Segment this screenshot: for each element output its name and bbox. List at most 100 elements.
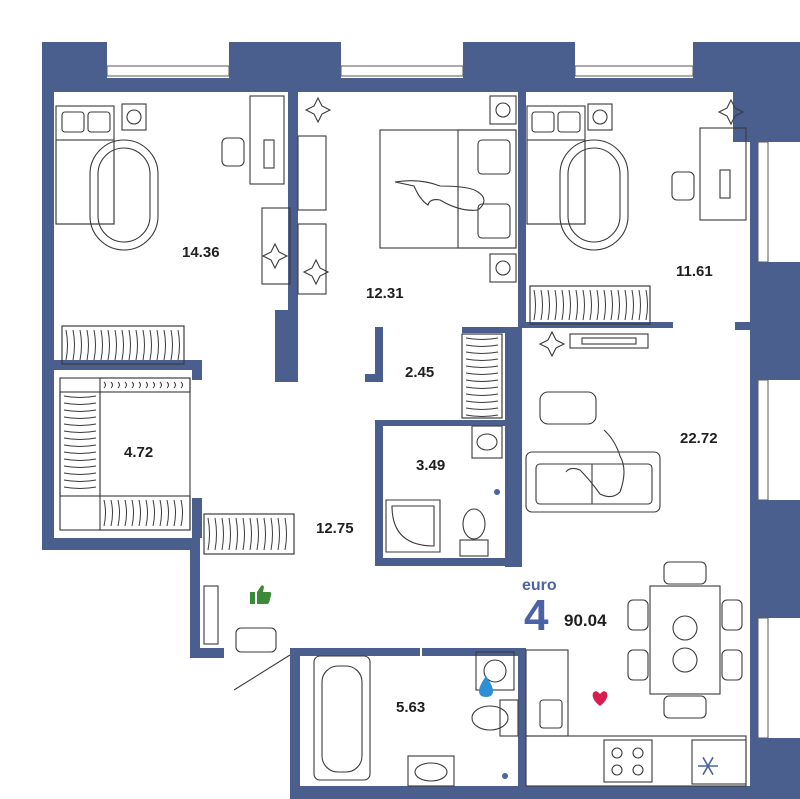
hanger-line [131,499,134,527]
hanger-line [228,517,231,551]
hanger-line [142,329,145,361]
room-area-bedroom-right: 11.61 [676,263,713,280]
hanger-line [149,329,152,361]
furniture-bedroom-left [55,95,291,365]
hanger-line [568,289,571,321]
hanger-line [170,329,173,361]
plants [261,96,745,358]
plant-icon [717,98,745,126]
badge-room-count: 4 [524,591,549,640]
wardrobe-rail [99,377,191,393]
hanger-line [603,289,606,321]
water-drop-icon [479,676,493,697]
hanger-line [465,365,499,368]
hanger-line [465,351,499,354]
hanger-line [63,409,97,412]
plant-icon [538,330,566,358]
hanger-line [638,289,641,321]
furniture-bathroom-small [385,425,503,557]
hanger-line [117,499,120,527]
hanger-line [221,517,224,551]
hanger-line [180,381,183,389]
hanger-line [63,479,97,482]
hanger-line [79,329,82,361]
hanger-line [124,499,127,527]
wardrobe-rail [61,325,185,365]
hanger-line [207,517,210,551]
furniture-bedroom-middle [297,95,517,295]
hanger-line [114,329,117,361]
hanger-line [180,499,183,527]
furniture-bathroom-large [313,651,519,787]
hanger-line [110,381,113,389]
hanger-line [270,517,273,551]
hanger-line [145,381,148,389]
hanger-line [575,289,578,321]
hanger-line [173,499,176,527]
hanger-line [540,289,543,321]
hanger-line [156,329,159,361]
walls [42,42,800,799]
hanger-line [214,517,217,551]
snowflake-icon [698,756,718,776]
hanger-line [465,386,499,389]
hanger-line [63,437,97,440]
hanger-line [121,329,124,361]
hanger-line [166,381,169,389]
hanger-line [284,517,287,551]
hanger-line [465,372,499,375]
hanger-line [117,381,120,389]
hanger-line [63,395,97,398]
heart-icon [592,691,608,706]
hanger-line [145,499,148,527]
hanger-line [235,517,238,551]
hanger-line [465,344,499,347]
furniture-hallway [203,513,295,691]
hanger-line [547,289,550,321]
wardrobe-rails [59,285,651,555]
hanger-line [152,499,155,527]
hanger-line [63,402,97,405]
furniture-bedroom-right [526,103,747,325]
room-area-bedroom-middle: 12.31 [366,285,404,302]
hanger-line [173,381,176,389]
room-area-closet: 2.45 [405,364,434,381]
plant-icon [261,242,289,270]
hanger-line [465,414,499,417]
room-area-bedroom-left: 14.36 [182,244,220,261]
hanger-line [65,329,68,361]
hanger-line [624,289,627,321]
wardrobe-rail [99,495,191,531]
hanger-line [63,444,97,447]
room-area-wardrobe: 4.72 [124,444,153,461]
hanger-line [128,329,131,361]
hanger-line [63,430,97,433]
hanger-line [63,465,97,468]
hanger-line [533,289,536,321]
hanger-line [465,407,499,410]
hanger-line [135,329,138,361]
thumbs-up-icon [250,585,272,604]
hanger-line [152,381,155,389]
hanger-line [138,381,141,389]
hanger-line [177,329,180,361]
hanger-line [277,517,280,551]
hanger-line [107,329,110,361]
hanger-line [63,416,97,419]
room-labels: 14.36 12.31 11.61 2.45 3.49 4.72 12.75 2… [124,244,718,716]
hanger-line [159,499,162,527]
hanger-line [110,499,113,527]
room-area-living-kitchen: 22.72 [680,430,718,447]
hanger-line [465,393,499,396]
hanger-line [124,381,127,389]
plant-icon [304,96,332,124]
hanger-line [131,381,134,389]
badge-total-area: 90.04 [564,611,607,630]
hanger-line [63,472,97,475]
badge-type-label: euro [522,577,557,594]
hanger-line [596,289,599,321]
hanger-line [256,517,259,551]
hanger-line [93,329,96,361]
hanger-line [100,329,103,361]
